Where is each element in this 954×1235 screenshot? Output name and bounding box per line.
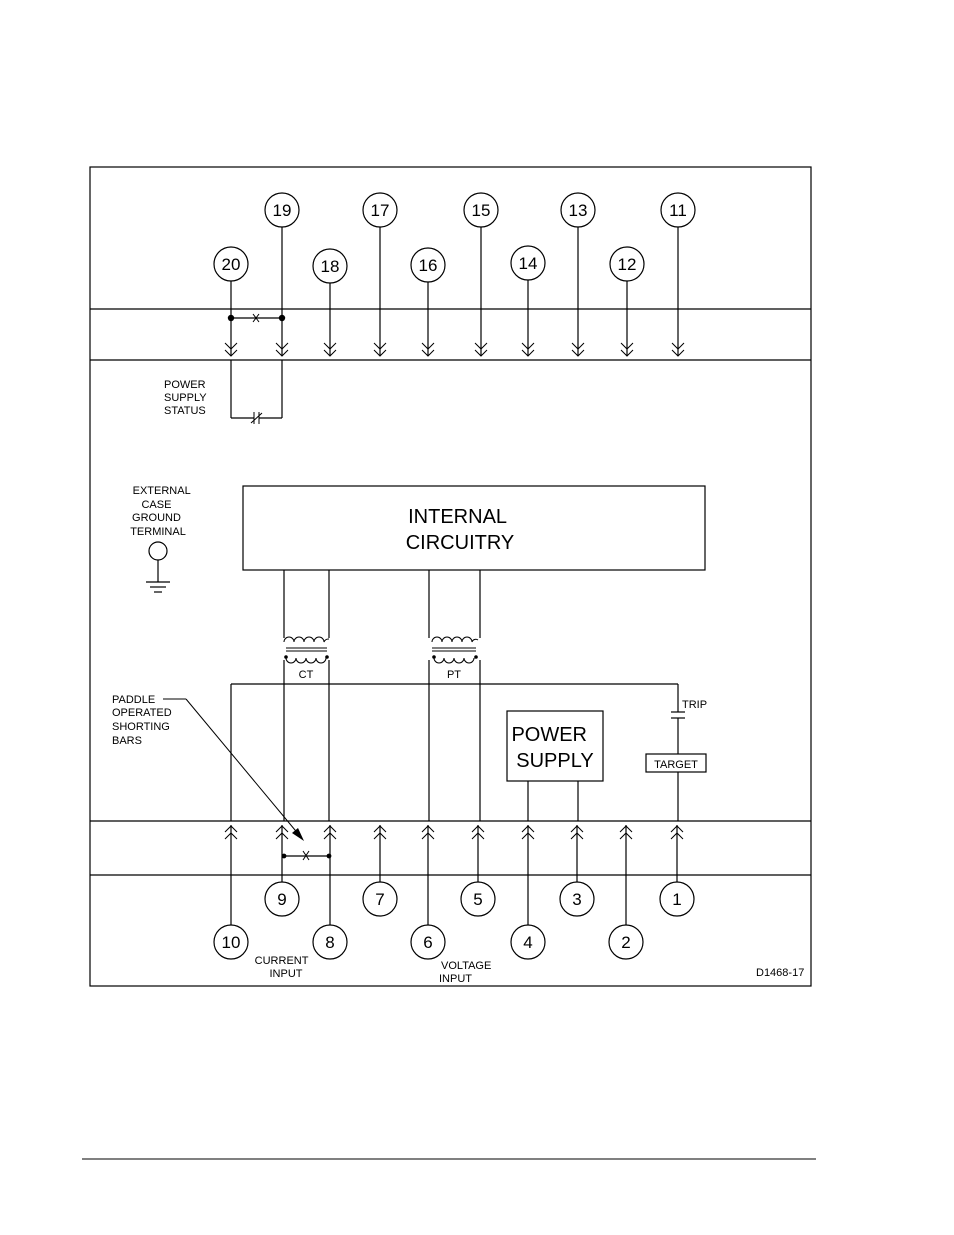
trip-label: TRIP — [682, 699, 707, 711]
power-supply-status-label: POWER SUPPLY STATUS — [164, 379, 209, 417]
bottom-terminals: 10 9 8 7 6 5 4 3 2 1 — [213, 825, 695, 960]
terminal-4: 4 — [510, 825, 546, 960]
voltage-input-label: VOLTAGE INPUT — [439, 960, 494, 985]
terminal-8: 8 — [312, 825, 348, 960]
terminal-12: 12 — [609, 246, 645, 357]
terminal-number: 17 — [371, 201, 390, 220]
terminal-17: 17 — [362, 192, 398, 357]
terminal-1: 1 — [659, 825, 695, 917]
terminal-number: 16 — [419, 256, 438, 275]
terminal-19: 19 — [264, 192, 300, 357]
terminal-number: 20 — [222, 255, 241, 274]
target-box — [645, 753, 707, 773]
terminal-number: 11 — [669, 201, 687, 220]
terminal-7: 7 — [362, 825, 398, 917]
internal-circuitry-box — [242, 485, 706, 571]
terminal-11: 11 — [660, 192, 696, 357]
terminal-number: 3 — [572, 890, 581, 909]
terminal-number: 2 — [621, 933, 630, 952]
terminal-number: 12 — [618, 255, 637, 274]
terminal-14: 14 — [510, 245, 546, 357]
terminal-number: 7 — [375, 890, 384, 909]
terminal-number: 10 — [222, 933, 241, 952]
power-supply-status-contact — [227, 313, 286, 424]
terminal-number: 5 — [473, 890, 482, 909]
top-terminals: 20 19 18 17 16 15 14 13 12 11 — [213, 192, 696, 357]
pt-transformer — [428, 570, 481, 821]
terminal-number: 9 — [277, 890, 286, 909]
terminal-6: 6 — [410, 825, 446, 960]
paddle-shorting-label: PADDLE OPERATED SHORTING BARS — [112, 694, 175, 747]
terminal-number: 1 — [672, 890, 681, 909]
terminal-18: 18 — [312, 248, 348, 357]
ground-icon — [146, 541, 170, 593]
terminal-9: 9 — [264, 825, 300, 917]
ct-label: CT — [299, 669, 314, 681]
terminal-3: 3 — [559, 825, 595, 917]
pt-label: PT — [447, 669, 461, 681]
external-ground-label: EXTERNAL CASE GROUND TERMINAL — [130, 485, 193, 538]
internal-circuitry-label: INTERNAL CIRCUITRY — [406, 506, 515, 554]
terminal-number: 19 — [273, 201, 292, 220]
terminal-5: 5 — [460, 825, 496, 917]
terminal-number: 6 — [423, 933, 432, 952]
terminal-number: 14 — [519, 254, 538, 273]
terminal-number: 13 — [569, 201, 588, 220]
diagram-frame — [89, 166, 812, 987]
terminal-number: 18 — [321, 257, 340, 276]
power-supply-label: POWER SUPPLY — [511, 724, 593, 772]
shorting-bar — [281, 850, 332, 861]
terminal-number: 8 — [325, 933, 334, 952]
target-label: TARGET — [654, 759, 698, 771]
terminal-13: 13 — [560, 192, 596, 357]
ct-transformer — [283, 570, 330, 821]
shorting-bar-pointer — [163, 698, 304, 841]
terminal-20: 20 — [213, 246, 249, 357]
terminal-number: 4 — [523, 933, 532, 952]
current-input-label: CURRENT INPUT — [255, 955, 312, 980]
terminal-16: 16 — [410, 247, 446, 357]
drawing-number: D1468-17 — [756, 967, 804, 979]
terminal-number: 15 — [472, 201, 491, 220]
terminal-10: 10 — [213, 825, 249, 960]
power-supply-box — [506, 710, 604, 782]
terminal-15: 15 — [463, 192, 499, 357]
trip-circuit — [230, 683, 685, 821]
terminal-2: 2 — [608, 825, 644, 960]
